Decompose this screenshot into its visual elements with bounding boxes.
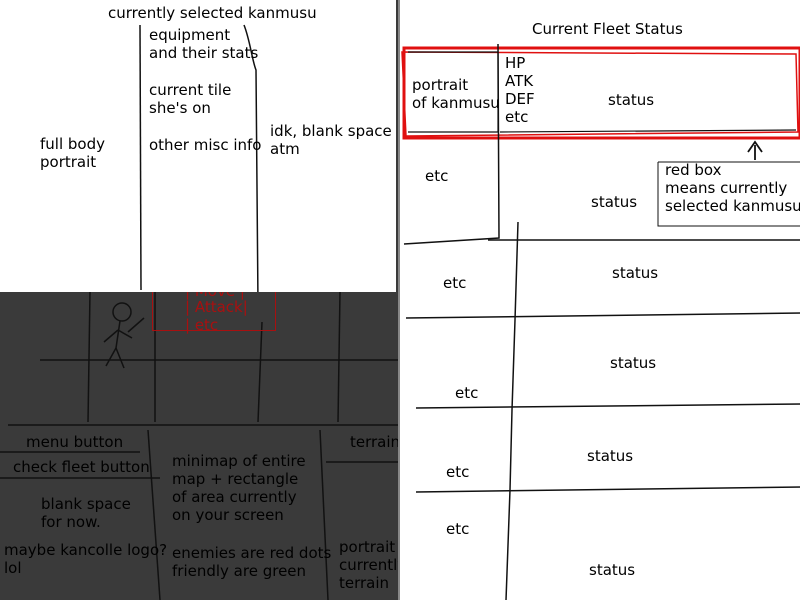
- action-menu-etc[interactable]: | etc: [185, 316, 219, 334]
- blank-space-note: blank space for now.: [41, 495, 131, 531]
- bottom-hud: [0, 420, 398, 600]
- action-menu: [152, 288, 276, 331]
- fleet-row-etc: etc: [446, 520, 470, 538]
- fleet-row-etc: etc: [446, 463, 470, 481]
- equipment-stats: equipment and their stats: [149, 26, 259, 62]
- full-body-portrait: full body portrait: [40, 135, 105, 171]
- selection-annotation: red box means currently selected kanmusu: [665, 161, 800, 215]
- fleet-panel-lines: [401, 43, 800, 600]
- unit-panel-lines: [139, 24, 259, 292]
- map-grid: [40, 292, 398, 423]
- fleet-row-status: status: [610, 354, 657, 372]
- selected-kanmusu-panel: currently selected kanmusu full body por…: [0, 0, 396, 292]
- logo-placeholder: maybe kancolle logo? lol: [4, 541, 168, 577]
- fleet-row-status: status: [587, 447, 634, 465]
- kanmusu-figure-icon[interactable]: [100, 298, 160, 378]
- fleet-row-etc: etc: [425, 167, 449, 185]
- fleet-row-status: status: [589, 561, 636, 579]
- misc-info: other misc info: [149, 136, 262, 154]
- fleet-row[interactable]: [400, 490, 800, 600]
- selected-portrait: portrait of kanmusu: [412, 76, 500, 112]
- minimap-legend: enemies are red dots friendly are green: [172, 544, 332, 580]
- fleet-status-panel: Current Fleet Status portrait of kanmusu…: [398, 0, 800, 600]
- panel-title: currently selected kanmusu: [108, 4, 317, 22]
- fleet-row-etc: etc: [443, 274, 467, 292]
- current-tile-info: current tile she's on: [149, 81, 232, 117]
- selected-status: status: [608, 91, 655, 109]
- menu-button[interactable]: menu button: [26, 433, 124, 451]
- fleet-panel-title: Current Fleet Status: [532, 20, 683, 38]
- terrain-label: terrain: [350, 433, 401, 451]
- blank-space-area: idk, blank space atm: [270, 122, 392, 158]
- selected-stats: HP ATK DEF etc: [505, 54, 535, 126]
- action-menu-attack[interactable]: | Attack|: [185, 298, 248, 316]
- terrain-portrait: portrait o currently terrain: [339, 538, 409, 592]
- fleet-row-etc: etc: [455, 384, 479, 402]
- check-fleet-button[interactable]: check fleet button: [13, 458, 150, 476]
- fleet-row-status: status: [591, 193, 638, 211]
- hud-lines: [0, 424, 398, 600]
- minimap-note[interactable]: minimap of entire map + rectangle of are…: [172, 452, 306, 524]
- fleet-row-status: status: [612, 264, 659, 282]
